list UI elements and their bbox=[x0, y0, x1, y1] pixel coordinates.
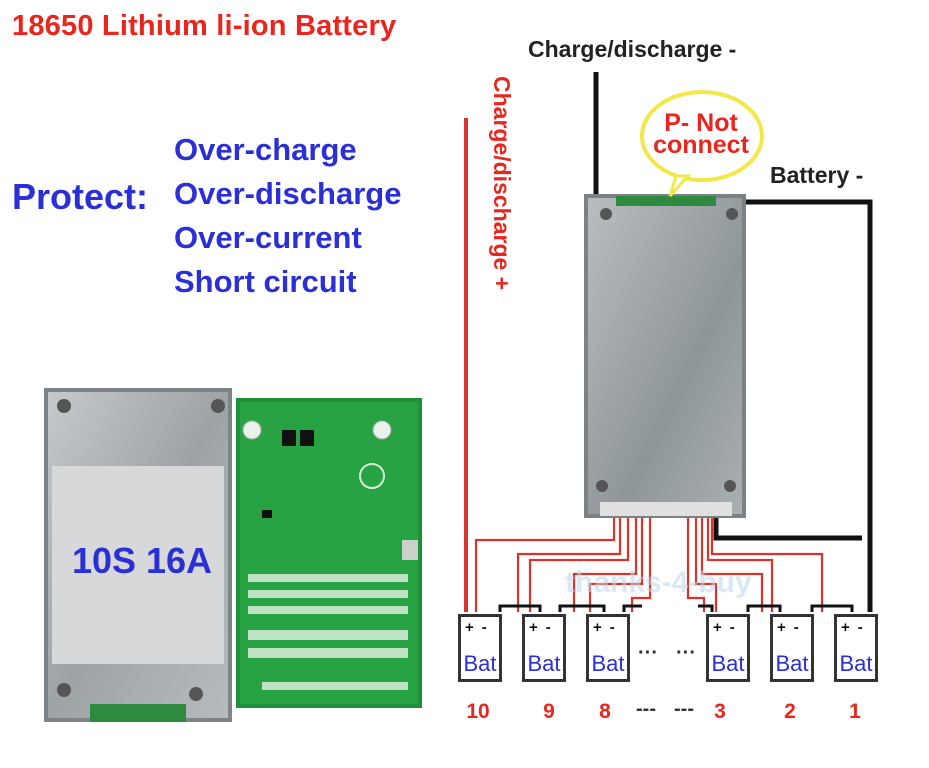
battery-cell-10: +- Bat bbox=[458, 614, 502, 682]
screw-icon bbox=[57, 683, 71, 697]
cell-number-9: 9 bbox=[543, 700, 555, 723]
module-spec-label: 10S 16A bbox=[71, 540, 213, 581]
battery-cell-9: +- Bat bbox=[522, 614, 566, 682]
cell-ellipsis-right: ··· bbox=[676, 642, 696, 664]
number-ellipsis-left: --- bbox=[636, 698, 656, 720]
balance-wires bbox=[474, 516, 824, 612]
battery-cell-2: +- Bat bbox=[770, 614, 814, 682]
screw-icon bbox=[57, 399, 71, 413]
p-not-connect-bubble bbox=[640, 90, 764, 198]
battery-cell-1: +- Bat bbox=[834, 614, 878, 682]
protect-label: Protect: bbox=[12, 176, 149, 217]
protect-item-over-discharge: Over-discharge bbox=[174, 176, 402, 211]
screw-icon bbox=[211, 399, 225, 413]
screw-icon bbox=[724, 480, 736, 492]
cell-links bbox=[498, 604, 854, 612]
screw-icon bbox=[596, 480, 608, 492]
cell-ellipsis-left: ··· bbox=[638, 642, 658, 664]
bms-module-cased bbox=[44, 388, 232, 722]
cell-number-1: 1 bbox=[849, 700, 861, 723]
battery-cell-3: +- Bat bbox=[706, 614, 750, 682]
cell-number-10: 10 bbox=[466, 700, 490, 723]
cell-number-2: 2 bbox=[784, 700, 796, 723]
charge-discharge-plus-label: Charge/discharge + bbox=[489, 76, 515, 291]
bms-module-mounted bbox=[584, 194, 746, 518]
wire-black-group bbox=[593, 72, 873, 612]
battery-cell-8: +- Bat bbox=[586, 614, 630, 682]
number-ellipsis-right: --- bbox=[674, 698, 694, 720]
diagram-title: 18650 Lithium li-ion Battery bbox=[12, 10, 397, 42]
screw-icon bbox=[189, 687, 203, 701]
watermark-text: thanks-4-buy bbox=[565, 566, 752, 599]
connector-strip bbox=[90, 704, 186, 722]
charge-discharge-minus-label: Charge/discharge - bbox=[528, 36, 737, 62]
module-label-sticker bbox=[52, 466, 224, 664]
screw-icon bbox=[600, 208, 612, 220]
cell-number-3: 3 bbox=[714, 700, 726, 723]
bms-pcb-board bbox=[236, 398, 422, 708]
p-not-connect-text: P- Not connect bbox=[653, 109, 749, 159]
protect-item-over-current: Over-current bbox=[174, 220, 362, 255]
protect-item-over-charge: Over-charge bbox=[174, 132, 357, 167]
cell-number-8: 8 bbox=[599, 700, 611, 723]
protect-list: Over-charge Over-discharge Over-current … bbox=[174, 128, 401, 304]
battery-minus-label: Battery - bbox=[770, 162, 864, 188]
protect-item-short-circuit: Short circuit bbox=[174, 264, 357, 299]
screw-icon bbox=[726, 208, 738, 220]
